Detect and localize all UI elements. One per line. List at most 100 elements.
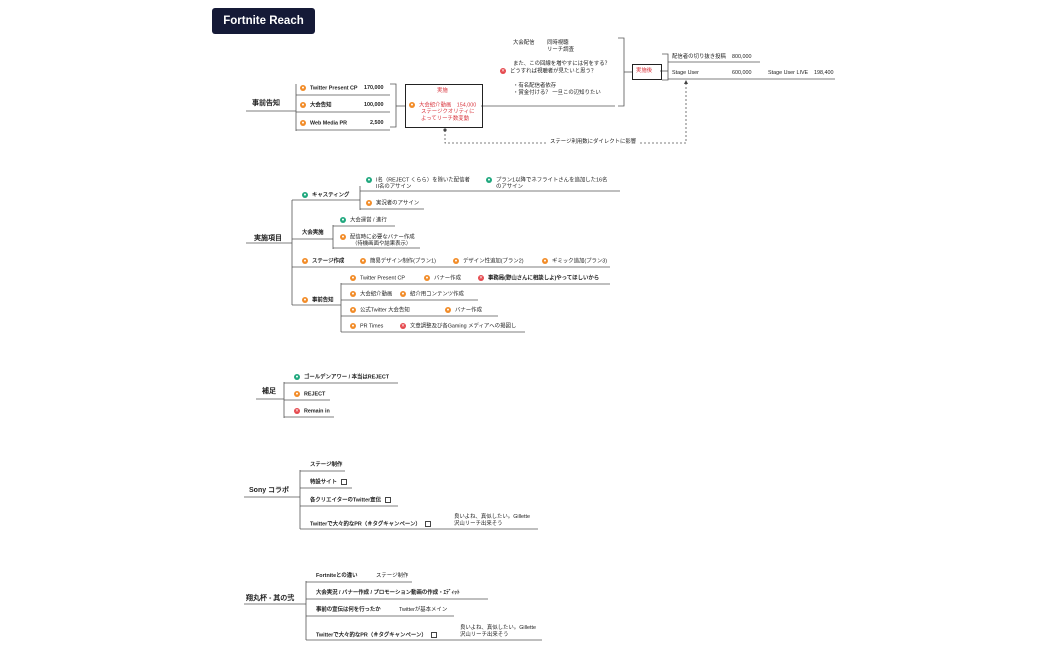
result-box-line: ●大会紹介動画 154,000 — [409, 102, 477, 109]
node-stage: ●ステージ作成 — [302, 258, 345, 265]
status-icon: ● — [400, 291, 406, 297]
status-icon: ● — [302, 297, 308, 303]
status-icon: ● — [340, 234, 346, 240]
list-item[interactable]: Twitterで大々的なPR（＃タグキャンペーン） — [316, 632, 437, 639]
status-icon: ● — [350, 291, 356, 297]
status-icon: ● — [360, 258, 366, 264]
note-text: 良いよね、真似したい。Gillette — [460, 625, 536, 631]
list-item: ✕文章調整及び各Gaming メディアへの掲図し — [400, 323, 517, 330]
list-item: ●公式Twitter 大会告知 — [350, 307, 410, 314]
list-item: ●プラン1以降でネフライトさんを追加した16名 — [486, 177, 608, 184]
list-item[interactable]: Twitterで大々的なPR（＃タグキャンペーン） — [310, 521, 431, 528]
status-icon: ● — [300, 102, 306, 108]
node-pre: ●事前告知 — [302, 297, 334, 304]
page-title: Fortnite Reach — [212, 8, 315, 34]
status-icon: ● — [366, 200, 372, 206]
status-icon: ● — [486, 177, 492, 183]
list-item: 配信者の切り抜き投稿 — [672, 54, 726, 60]
result-box — [405, 84, 483, 128]
section-label-sony: Sony コラボ — [249, 487, 290, 494]
status-icon: ✕ — [500, 68, 506, 74]
list-item: Fortniteとの違い — [316, 573, 358, 579]
list-item: ●配信時に必要なバナー作成 — [340, 234, 415, 241]
section-label-pre-announce: 事前告知 — [252, 100, 280, 107]
note-text: 良いよね、真似したい。Gillette — [454, 514, 530, 520]
status-icon: ● — [302, 258, 308, 264]
item-value: 2,500 — [370, 120, 384, 126]
list-item: ●PR Times — [350, 323, 384, 330]
node-taikai: 大会実施 — [302, 230, 324, 236]
list-item: Stage User LIVE — [768, 70, 809, 76]
list-item: ●大会告知 — [300, 102, 332, 109]
list-item: 事前の宣伝は何を行ったか — [316, 607, 381, 613]
list-item: ●大会運営 / 進行 — [340, 217, 387, 224]
item-value: 600,000 — [732, 70, 752, 76]
list-item: Stage User — [672, 70, 699, 76]
node-casting: ●キャスティング — [302, 192, 350, 199]
note-text: ・賞金付ける？ 一旦この辺知りたい — [513, 90, 601, 96]
after-box — [632, 64, 662, 80]
list-item[interactable]: 特設サイト — [310, 479, 347, 486]
list-item: ●紹介用コンテンツ作成 — [400, 291, 464, 298]
section-label-kakumaru: 翔丸杯 - 其の弐 — [246, 595, 295, 602]
feedback-label: ステージ利用数にダイレクトに影響 — [548, 139, 639, 146]
external-link-icon[interactable] — [430, 632, 437, 638]
list-item: ●バナー作成 — [424, 275, 461, 282]
status-icon: ● — [294, 391, 300, 397]
note-text: 大会配信 — [513, 40, 535, 46]
list-item: ●デザイン性追加(プラン2) — [453, 258, 524, 265]
list-item-cont: II名のアサイン — [376, 184, 412, 190]
result-box-line: よってリーチ数変動 — [421, 116, 470, 122]
item-value: 198,400 — [814, 70, 834, 76]
note-text: リーチ調査 — [547, 47, 574, 53]
status-icon: ● — [340, 217, 346, 223]
list-item: 大会実況 / バナー作成 / プロモーション動画の作成・ｴﾃﾞｨｯﾄ — [316, 590, 460, 596]
status-icon: ● — [294, 374, 300, 380]
status-icon: ● — [300, 120, 306, 126]
note-text: ✕どうすれば視聴者が見たいと思う？ — [500, 68, 597, 75]
list-item-sub: ステージ制作 — [376, 573, 409, 579]
external-link-icon[interactable] — [384, 497, 391, 503]
list-item: ●ゴールデンアワー / 本当はREJECT — [294, 374, 390, 381]
note-text: 沢山リーチ出来そう — [454, 521, 503, 527]
list-item: ✕事務局(野山さんに相談しよ)やってほしいから — [478, 275, 600, 282]
list-item-sub: Twitterが基本メイン — [399, 607, 448, 613]
note-text: また、この回線を増やすには何をする？ — [513, 61, 611, 67]
item-value: 800,000 — [732, 54, 752, 60]
list-item: ステージ制作 — [310, 462, 343, 468]
status-icon: ● — [409, 102, 415, 108]
list-item: ●実況者のアサイン — [366, 200, 420, 207]
list-item: ✕Remain in — [294, 408, 330, 415]
status-icon: ● — [350, 323, 356, 329]
status-icon: ● — [445, 307, 451, 313]
external-link-icon[interactable] — [340, 479, 347, 485]
status-icon: ● — [453, 258, 459, 264]
item-value: 100,000 — [364, 102, 384, 108]
result-box-head: 実施 — [437, 88, 448, 94]
list-item: ●Twitter Present CP — [350, 275, 405, 282]
status-icon: ● — [350, 307, 356, 313]
note-text: 同時視聴 — [547, 40, 569, 46]
result-box-line: ステージクオリティに — [421, 109, 475, 115]
external-link-icon[interactable] — [424, 521, 431, 527]
status-icon: ● — [302, 192, 308, 198]
item-value: 170,000 — [364, 85, 384, 91]
status-icon: ● — [300, 85, 306, 91]
status-icon: ✕ — [400, 323, 406, 329]
list-item: ●Twitter Present CP — [300, 85, 358, 92]
list-item: ●REJECT — [294, 391, 326, 398]
status-icon: ● — [350, 275, 356, 281]
section-label-supplement: 補足 — [262, 388, 276, 395]
list-item: ●簡易デザイン制作(プラン1) — [360, 258, 436, 265]
list-item: ●Web Media PR — [300, 120, 348, 127]
after-box-label: 実施後 — [636, 68, 653, 74]
list-item: ●I名（REJECT くらら）を除いた配信者 — [366, 177, 470, 184]
note-text: 沢山リーチ出来そう — [460, 632, 509, 638]
section-label-items: 実施項目 — [254, 235, 282, 242]
list-item[interactable]: 各クリエイターのTwitter宣伝 — [310, 497, 391, 504]
list-item: ●ギミック追加(プラン3) — [542, 258, 608, 265]
list-item: ●バナー作成 — [445, 307, 482, 314]
status-icon: ● — [542, 258, 548, 264]
list-item-cont: のアサイン — [496, 184, 523, 190]
